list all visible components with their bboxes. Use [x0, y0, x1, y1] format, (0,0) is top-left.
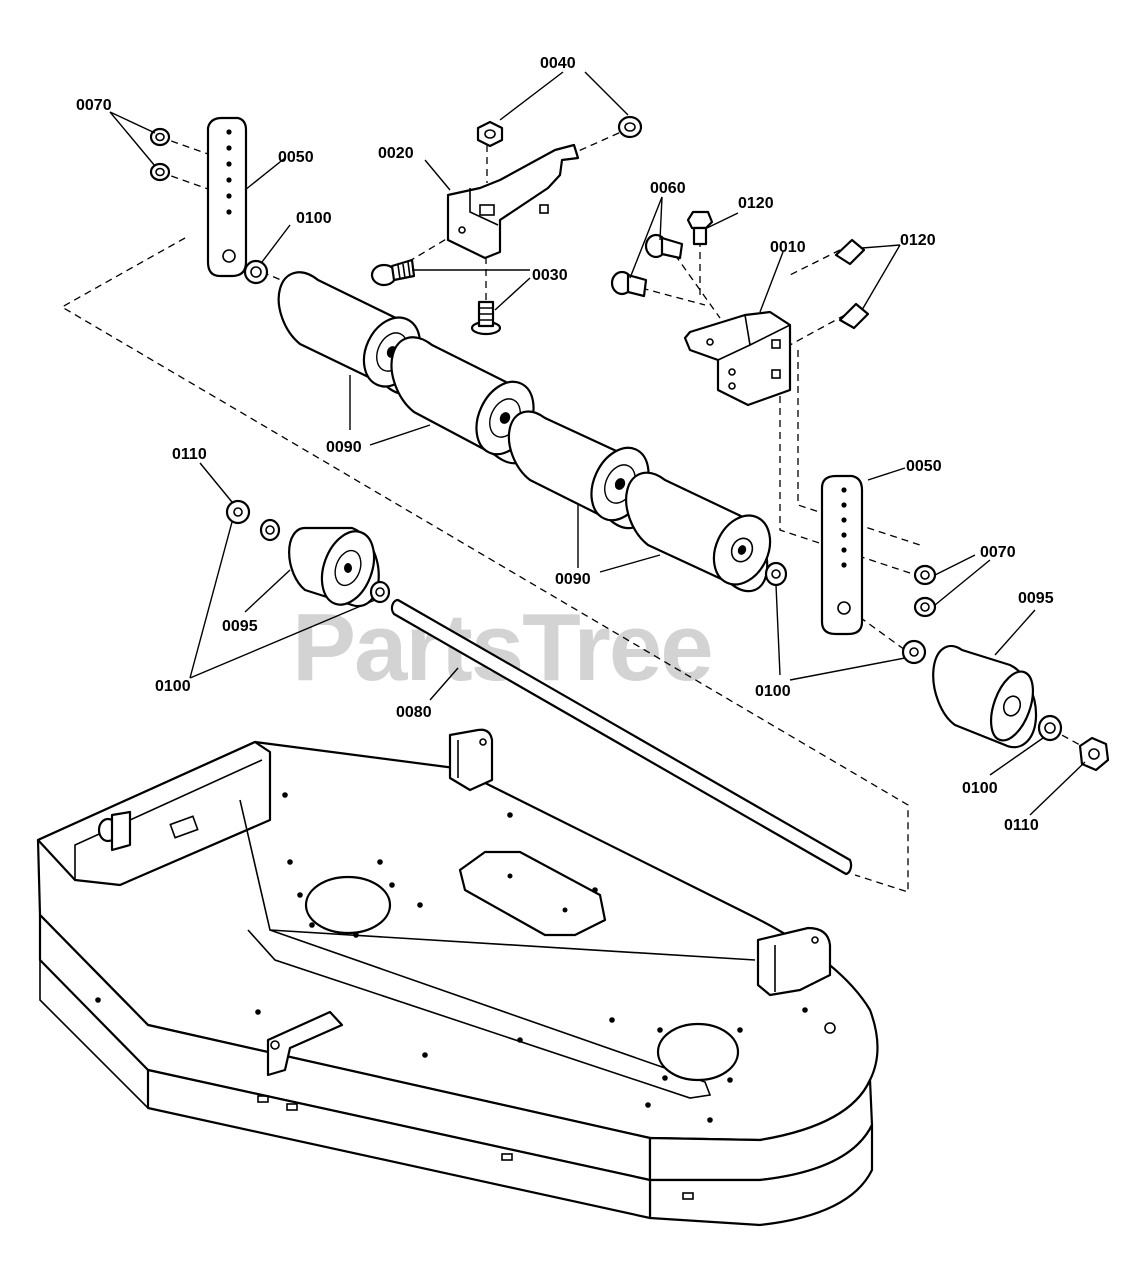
callout-0010: 0010 — [770, 239, 806, 256]
left-end-roller-group — [225, 499, 391, 608]
mower-deck — [36, 728, 879, 1227]
right-end-roller-group — [901, 639, 1110, 772]
roller-0090-d — [625, 471, 772, 593]
callout-0050-top: 0050 — [278, 149, 314, 166]
callout-0090-a: 0090 — [326, 439, 362, 456]
callout-0020: 0020 — [378, 145, 414, 162]
washer-mid — [764, 561, 788, 587]
callout-0100-top: 0100 — [296, 210, 332, 227]
callout-0050-right: 0050 — [906, 458, 942, 475]
carriage-bolts — [370, 258, 502, 336]
callout-0040: 0040 — [540, 55, 576, 72]
washer-top — [243, 259, 269, 285]
callout-0060: 0060 — [650, 180, 686, 197]
hex-nut-pair-top — [476, 115, 643, 148]
flange-nut-pair-left — [149, 127, 171, 182]
callout-0110-left: 0110 — [172, 446, 207, 463]
callout-leaders — [109, 71, 1086, 816]
callout-0110-right: 0110 — [1004, 817, 1039, 834]
callout-0100-mid: 0100 — [755, 683, 791, 700]
deck-bracket-0010 — [683, 310, 792, 407]
callout-0090-b: 0090 — [555, 571, 591, 588]
callout-0120-b: 0120 — [900, 232, 936, 249]
bolts-0060 — [610, 233, 684, 298]
callout-0095-right: 0095 — [1018, 590, 1054, 607]
callout-0080: 0080 — [396, 704, 432, 721]
roller-0090-b — [390, 336, 536, 465]
bolts-0120 — [686, 210, 870, 330]
adjustment-bracket-right — [820, 474, 864, 636]
deck-bracket-0020 — [446, 143, 580, 260]
parts-tree-watermark: PartsTree — [292, 594, 712, 701]
callout-0120-a: 0120 — [738, 195, 774, 212]
callout-0070-top: 0070 — [76, 97, 112, 114]
callout-0100-right: 0100 — [962, 780, 998, 797]
roller-shaft — [390, 598, 853, 876]
flange-nut-pair-right — [913, 564, 937, 618]
callout-0070-right: 0070 — [980, 544, 1016, 561]
callout-0095-left: 0095 — [222, 618, 258, 635]
adjustment-bracket-left — [206, 116, 248, 278]
callout-0030: 0030 — [532, 267, 568, 284]
callout-labels: 0070 0050 0020 0040 0100 0030 0060 0120 … — [76, 55, 1054, 834]
callout-0100-left: 0100 — [155, 678, 191, 695]
